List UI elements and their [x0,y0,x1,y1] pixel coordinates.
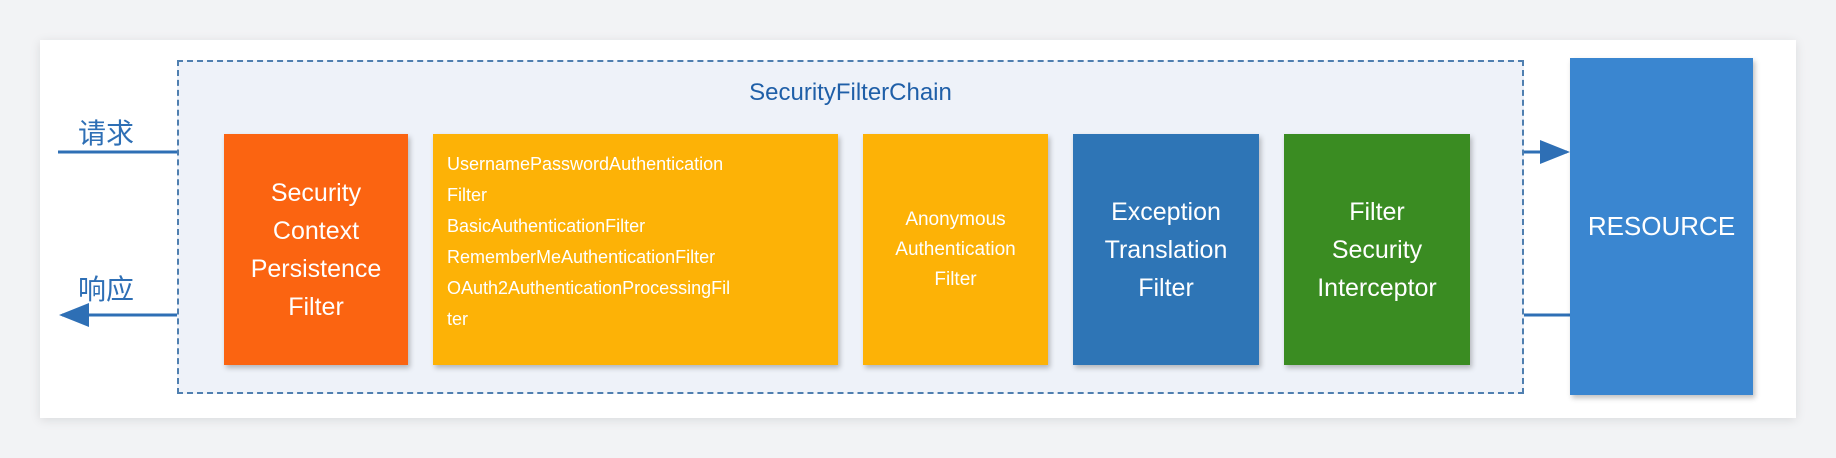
filter-line: RememberMeAuthenticationFilter [447,247,716,267]
filter-line: Context [272,216,360,245]
request-label: 请求 [78,117,135,150]
security-context-persistence-filter: Security Context Persistence Filter [224,134,408,365]
filter-line: Filter [447,185,487,205]
response-label: 响应 [78,273,135,306]
filter-line: Filter [288,292,344,321]
anonymous-authentication-filter: Anonymous Authentication Filter [863,134,1048,365]
exception-translation-filter: Exception Translation Filter [1073,134,1259,365]
filter-line: UsernamePasswordAuthentication [447,154,724,174]
filter-line: Interceptor [1317,273,1437,302]
filter-line: Security [1331,235,1423,264]
filter-line: Authentication [895,238,1016,260]
filter-line: BasicAuthenticationFilter [447,216,646,236]
filter-line: Persistence [250,254,382,283]
filter-line: Filter [934,268,977,290]
authentication-filters-group: UsernamePasswordAuthentication Filter Ba… [433,134,838,365]
filter-line: Anonymous [905,208,1006,230]
filter-line: Exception [1111,197,1221,226]
chain-title: SecurityFilterChain [749,79,952,106]
filter-line: OAuth2AuthenticationProcessingFil [447,278,731,298]
filter-line: ter [447,309,469,329]
filter-line: Filter [1349,197,1405,226]
resource-block: RESOURCE [1570,58,1753,395]
filter-line: Filter [1138,273,1194,302]
filter-line: Translation [1104,235,1228,264]
filter-line: Security [270,178,362,207]
resource-label: RESOURCE [1587,211,1736,241]
filter-security-interceptor: Filter Security Interceptor [1284,134,1470,365]
